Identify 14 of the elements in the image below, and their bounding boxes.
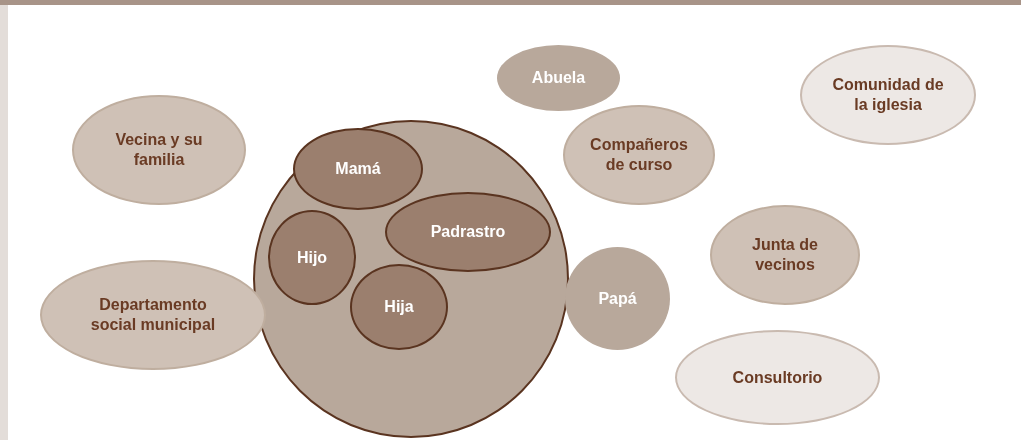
node-label: Junta de vecinos bbox=[751, 235, 819, 275]
ellipse-node bbox=[268, 210, 356, 305]
node-label: Departamento social municipal bbox=[89, 295, 217, 335]
node-label: Abuela bbox=[530, 68, 587, 88]
node-label: Padrastro bbox=[429, 222, 507, 242]
node-label: Consultorio bbox=[731, 367, 824, 388]
node-label: Comunidad de la iglesia bbox=[831, 75, 945, 115]
node-label: Mamá bbox=[334, 159, 382, 179]
node-label: Compañeros de curso bbox=[589, 135, 689, 175]
ellipse-node bbox=[385, 192, 551, 272]
node-label: Papá bbox=[597, 288, 638, 309]
node-label: Hija bbox=[383, 297, 415, 317]
node-label: Vecina y su familia bbox=[114, 130, 204, 170]
node-label: Hijo bbox=[295, 247, 329, 268]
